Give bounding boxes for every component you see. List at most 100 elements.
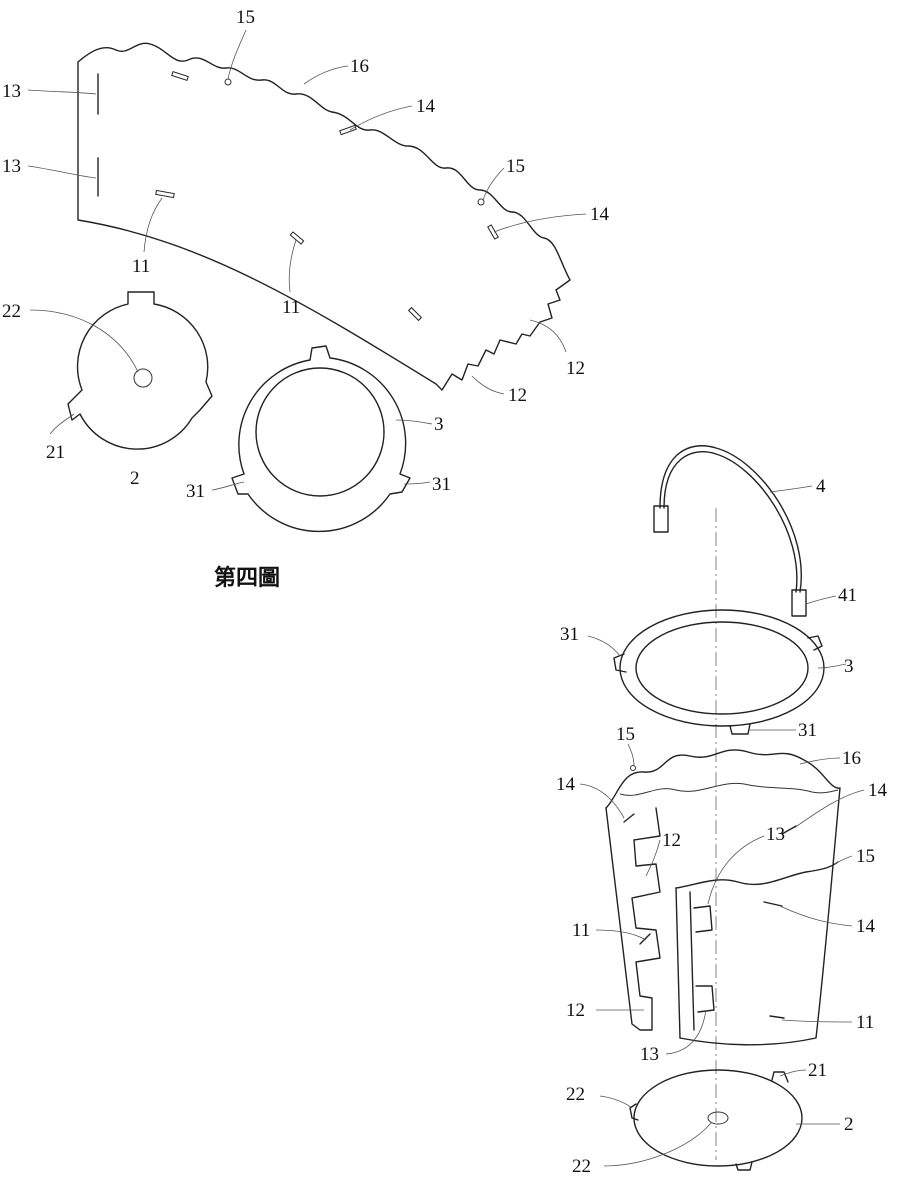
hole-15: [630, 765, 636, 771]
label-31: 31: [186, 481, 205, 502]
slot-11: [155, 189, 175, 199]
leader: [288, 239, 297, 293]
label-13: 13: [766, 824, 785, 845]
label-15: 15: [236, 7, 255, 28]
leader: [27, 89, 97, 95]
label-13: 13: [2, 81, 21, 102]
ring-tab-31: [807, 635, 823, 651]
leader: [349, 105, 413, 131]
label-4: 4: [816, 476, 826, 497]
label-22: 22: [572, 1156, 591, 1177]
slot-14: [487, 224, 499, 240]
leader: [645, 839, 661, 877]
label-31: 31: [798, 720, 817, 741]
slot-11: [289, 231, 305, 245]
leader: [395, 419, 433, 425]
label-14: 14: [556, 774, 576, 795]
cup-back-edge: [605, 807, 661, 1031]
leader: [529, 319, 567, 353]
disc-tab-21: [735, 1161, 753, 1171]
label-12: 12: [662, 830, 681, 851]
cup-body-outline: [605, 749, 841, 1046]
leader: [799, 757, 841, 765]
leader: [817, 663, 847, 669]
leader: [779, 905, 853, 927]
label-12: 12: [566, 358, 585, 379]
cup-seam: [675, 887, 681, 1039]
flat-sheet-outline: [77, 42, 571, 391]
leader: [587, 635, 621, 657]
label-3: 3: [434, 414, 444, 435]
label-14: 14: [416, 96, 436, 117]
label-2: 2: [844, 1114, 854, 1135]
cup-seam: [689, 891, 695, 1031]
label-21: 21: [808, 1060, 827, 1081]
leader: [27, 165, 97, 179]
label-3: 3: [844, 656, 854, 677]
disc-tab-21: [629, 1103, 639, 1121]
handle-clip-41: [791, 589, 807, 617]
label-13: 13: [2, 156, 21, 177]
leader: [599, 1095, 633, 1109]
label-15: 15: [616, 724, 635, 745]
slot-14: [339, 124, 357, 136]
leader: [769, 485, 813, 493]
cup-rim: [619, 782, 839, 796]
label-11: 11: [572, 920, 590, 941]
slot-14: [171, 70, 189, 82]
leader: [707, 835, 765, 905]
label-22: 22: [566, 1084, 585, 1105]
leader: [303, 65, 349, 85]
ring-3-inner: [635, 621, 809, 715]
slot-14: [623, 813, 635, 823]
slot-11: [769, 1015, 785, 1019]
cut-13: [693, 905, 713, 933]
center-hole-22: [707, 1111, 729, 1125]
leader: [227, 29, 247, 80]
cut-13: [695, 985, 715, 1013]
ring-tab-31: [729, 723, 751, 735]
assembly: 4 41 31 3 31: [556, 445, 888, 1177]
leader: [793, 789, 865, 829]
handle-clip-41: [653, 505, 669, 533]
leader: [665, 1009, 707, 1055]
label-2: 2: [130, 468, 140, 489]
leader: [833, 855, 853, 865]
label-16: 16: [350, 56, 369, 77]
slot-11: [407, 306, 423, 322]
leader: [627, 743, 635, 767]
disc-tab-21: [771, 1071, 789, 1083]
label-16: 16: [842, 748, 861, 769]
label-15: 15: [506, 156, 525, 177]
cup-back-edge: [633, 807, 661, 841]
ring-inner: [255, 367, 385, 497]
label-12: 12: [508, 385, 527, 406]
label-14: 14: [868, 780, 888, 801]
leader: [579, 783, 625, 819]
leader: [603, 1121, 713, 1167]
base-disc-2: [633, 1069, 803, 1167]
label-15: 15: [856, 846, 875, 867]
leader: [471, 375, 505, 395]
label-11: 11: [856, 1012, 874, 1033]
label-14: 14: [590, 204, 610, 225]
slot-14: [763, 901, 783, 907]
leader: [211, 481, 245, 491]
ring: 3 31 31: [186, 345, 451, 533]
hole-15: [477, 198, 485, 206]
base-disc: 22 21 2: [2, 291, 213, 489]
leader: [781, 1019, 853, 1023]
handle-4-inner: [663, 451, 798, 593]
flat-sheet: 15 16 14 13 13 15 14 11 11 12 12: [2, 7, 610, 406]
label-21: 21: [46, 442, 65, 463]
leader: [143, 197, 163, 253]
base-disc-outline: [67, 291, 213, 450]
leader: [805, 595, 837, 605]
leader: [595, 929, 647, 941]
leader: [403, 481, 431, 485]
label-14: 14: [856, 916, 876, 937]
leader: [29, 309, 139, 373]
ring-outline: [231, 345, 411, 533]
ring-3-outer: [619, 609, 825, 727]
